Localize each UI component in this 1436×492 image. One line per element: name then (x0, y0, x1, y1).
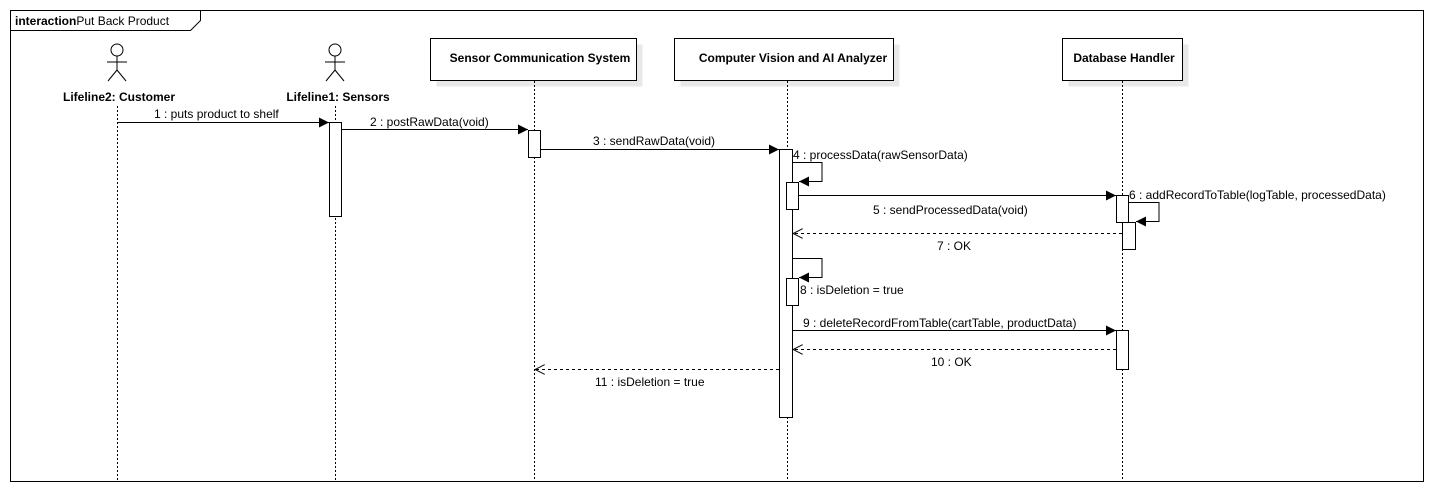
message-5: 5 : sendProcessedData(void) (799, 190, 1116, 217)
frame-border (10, 10, 1424, 482)
activation-bar (786, 182, 799, 210)
message-label: 3 : sendRawData(void) (593, 134, 715, 148)
message-11: 11 : isDeletion = true (535, 370, 779, 389)
lifeline-customer: Lifeline2: Customer (63, 43, 175, 482)
frame-title: interactionPut Back Product (15, 14, 170, 28)
frame-name: Put Back Product (76, 14, 169, 28)
activation-bar (786, 278, 799, 306)
lifeline-database-handler: Database Handler (1062, 38, 1189, 482)
lifeline-computer-vision: Computer Vision and AI Analyzer (674, 38, 900, 482)
message-4: 4 : processData(rawSensorData) (793, 148, 968, 187)
activation-bars (329, 122, 1136, 418)
lifeline-box (430, 38, 637, 81)
lifeline-sensors: Lifeline1: Sensors (286, 43, 390, 482)
message-label: 2 : postRawData(void) (370, 115, 489, 129)
message-2: 2 : postRawData(void) (342, 115, 528, 135)
message-6: 6 : addRecordToTable(logTable, processed… (1129, 188, 1386, 227)
interaction-frame: interactionPut Back Product (10, 10, 1424, 482)
activation-bar (528, 130, 541, 158)
message-label: 8 : isDeletion = true (800, 283, 904, 297)
lifeline-label: Database Handler (1073, 51, 1175, 65)
actor-icon (325, 43, 345, 82)
message-8: 8 : isDeletion = true (793, 258, 904, 297)
message-label: 5 : sendProcessedData(void) (873, 203, 1028, 217)
lifeline-box (674, 38, 894, 81)
message-10: 10 : OK (793, 350, 1116, 369)
lifeline-label: Lifeline2: Customer (63, 90, 175, 104)
message-label: 11 : isDeletion = true (595, 375, 705, 389)
message-label: 4 : processData(rawSensorData) (793, 148, 968, 162)
activation-bar (329, 122, 342, 217)
message-3: 3 : sendRawData(void) (541, 134, 779, 155)
actor-icon (107, 43, 127, 82)
activation-bar (1116, 195, 1129, 223)
message-9: 9 : deleteRecordFromTable(cartTable, pro… (793, 316, 1116, 336)
message-label: 1 : puts product to shelf (154, 107, 279, 121)
message-arrow (793, 258, 823, 283)
message-label: 10 : OK (931, 355, 972, 369)
frame-keyword: interaction (15, 14, 76, 28)
message-label: 6 : addRecordToTable(logTable, processed… (1129, 188, 1386, 202)
activation-bar (1116, 330, 1129, 370)
message-label: 9 : deleteRecordFromTable(cartTable, pro… (803, 316, 1076, 330)
message-arrow (1129, 202, 1160, 227)
lifeline-sensor-communication-system: Sensor Communication System (430, 38, 643, 482)
message-1: 1 : puts product to shelf (117, 107, 329, 128)
lifeline-label: Sensor Communication System (450, 51, 631, 65)
message-label: 7 : OK (937, 239, 971, 253)
lifeline-label: Lifeline1: Sensors (286, 90, 390, 104)
lifeline-box (1062, 38, 1183, 81)
message-7: 7 : OK (793, 234, 1122, 253)
lifeline-label: Computer Vision and AI Analyzer (699, 51, 888, 65)
message-arrow (793, 162, 823, 187)
activation-bar (1122, 222, 1136, 250)
frame-tab (10, 10, 201, 31)
